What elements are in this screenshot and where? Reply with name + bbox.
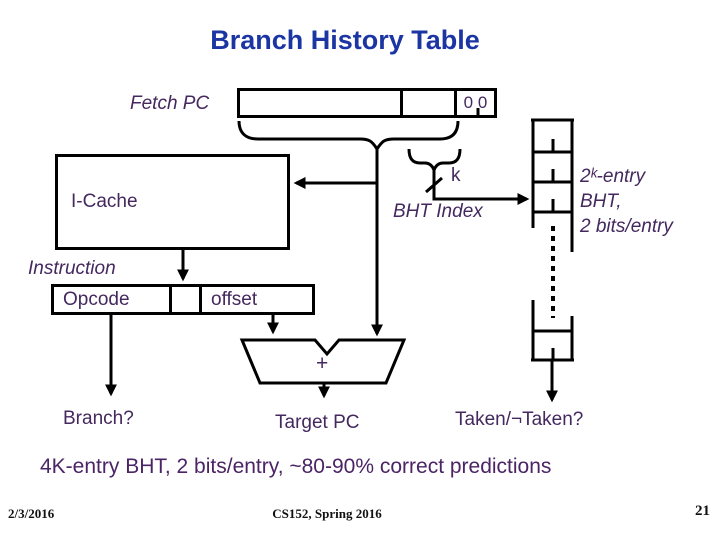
k-width-label: k (451, 165, 461, 186)
adder-plus-label: + (316, 352, 329, 375)
instruction-label: Instruction (28, 258, 116, 279)
middle-field (172, 287, 202, 312)
bht-table (531, 118, 574, 362)
summary-line: 4K-entry BHT, 2 bits/entry, ~80-90% corr… (40, 455, 552, 478)
bht-description-line3: 2 bits/entry (580, 216, 673, 237)
pc-brace (237, 120, 460, 152)
pc-low-bits-field: 0 0 (463, 93, 488, 112)
branch-output-label: Branch? (63, 408, 134, 429)
icache-label: I-Cache (71, 191, 138, 212)
bht-index-label: BHT Index (393, 201, 483, 222)
bht-description-line2: BHT, (580, 191, 622, 212)
bht-description: 2ᵏ-entry BHT, 2 bits/entry (580, 164, 673, 239)
icache-box: I-Cache (55, 154, 290, 250)
opcode-field: Opcode (54, 287, 172, 312)
fetch-pc-register: 0 0 (237, 88, 497, 118)
target-pc-output-label: Target PC (275, 412, 360, 433)
instruction-register: Opcode offset (51, 284, 315, 315)
taken-output-label: Taken/¬Taken? (455, 409, 584, 430)
offset-field: offset (211, 288, 258, 310)
k-bus-slash (425, 176, 443, 194)
footer-page-number: 21 (695, 503, 710, 519)
fetch-pc-label: Fetch PC (130, 93, 210, 114)
page-title: Branch History Table (210, 25, 480, 55)
bht-index-arrow (432, 170, 530, 205)
footer-date: 2/3/2016 (8, 506, 55, 521)
pc-high-bits-field (240, 91, 403, 115)
bht-description-line1: 2ᵏ-entry (580, 166, 646, 187)
footer-course: CS152, Spring 2016 (272, 506, 382, 521)
pc-index-bits-field (403, 91, 457, 115)
